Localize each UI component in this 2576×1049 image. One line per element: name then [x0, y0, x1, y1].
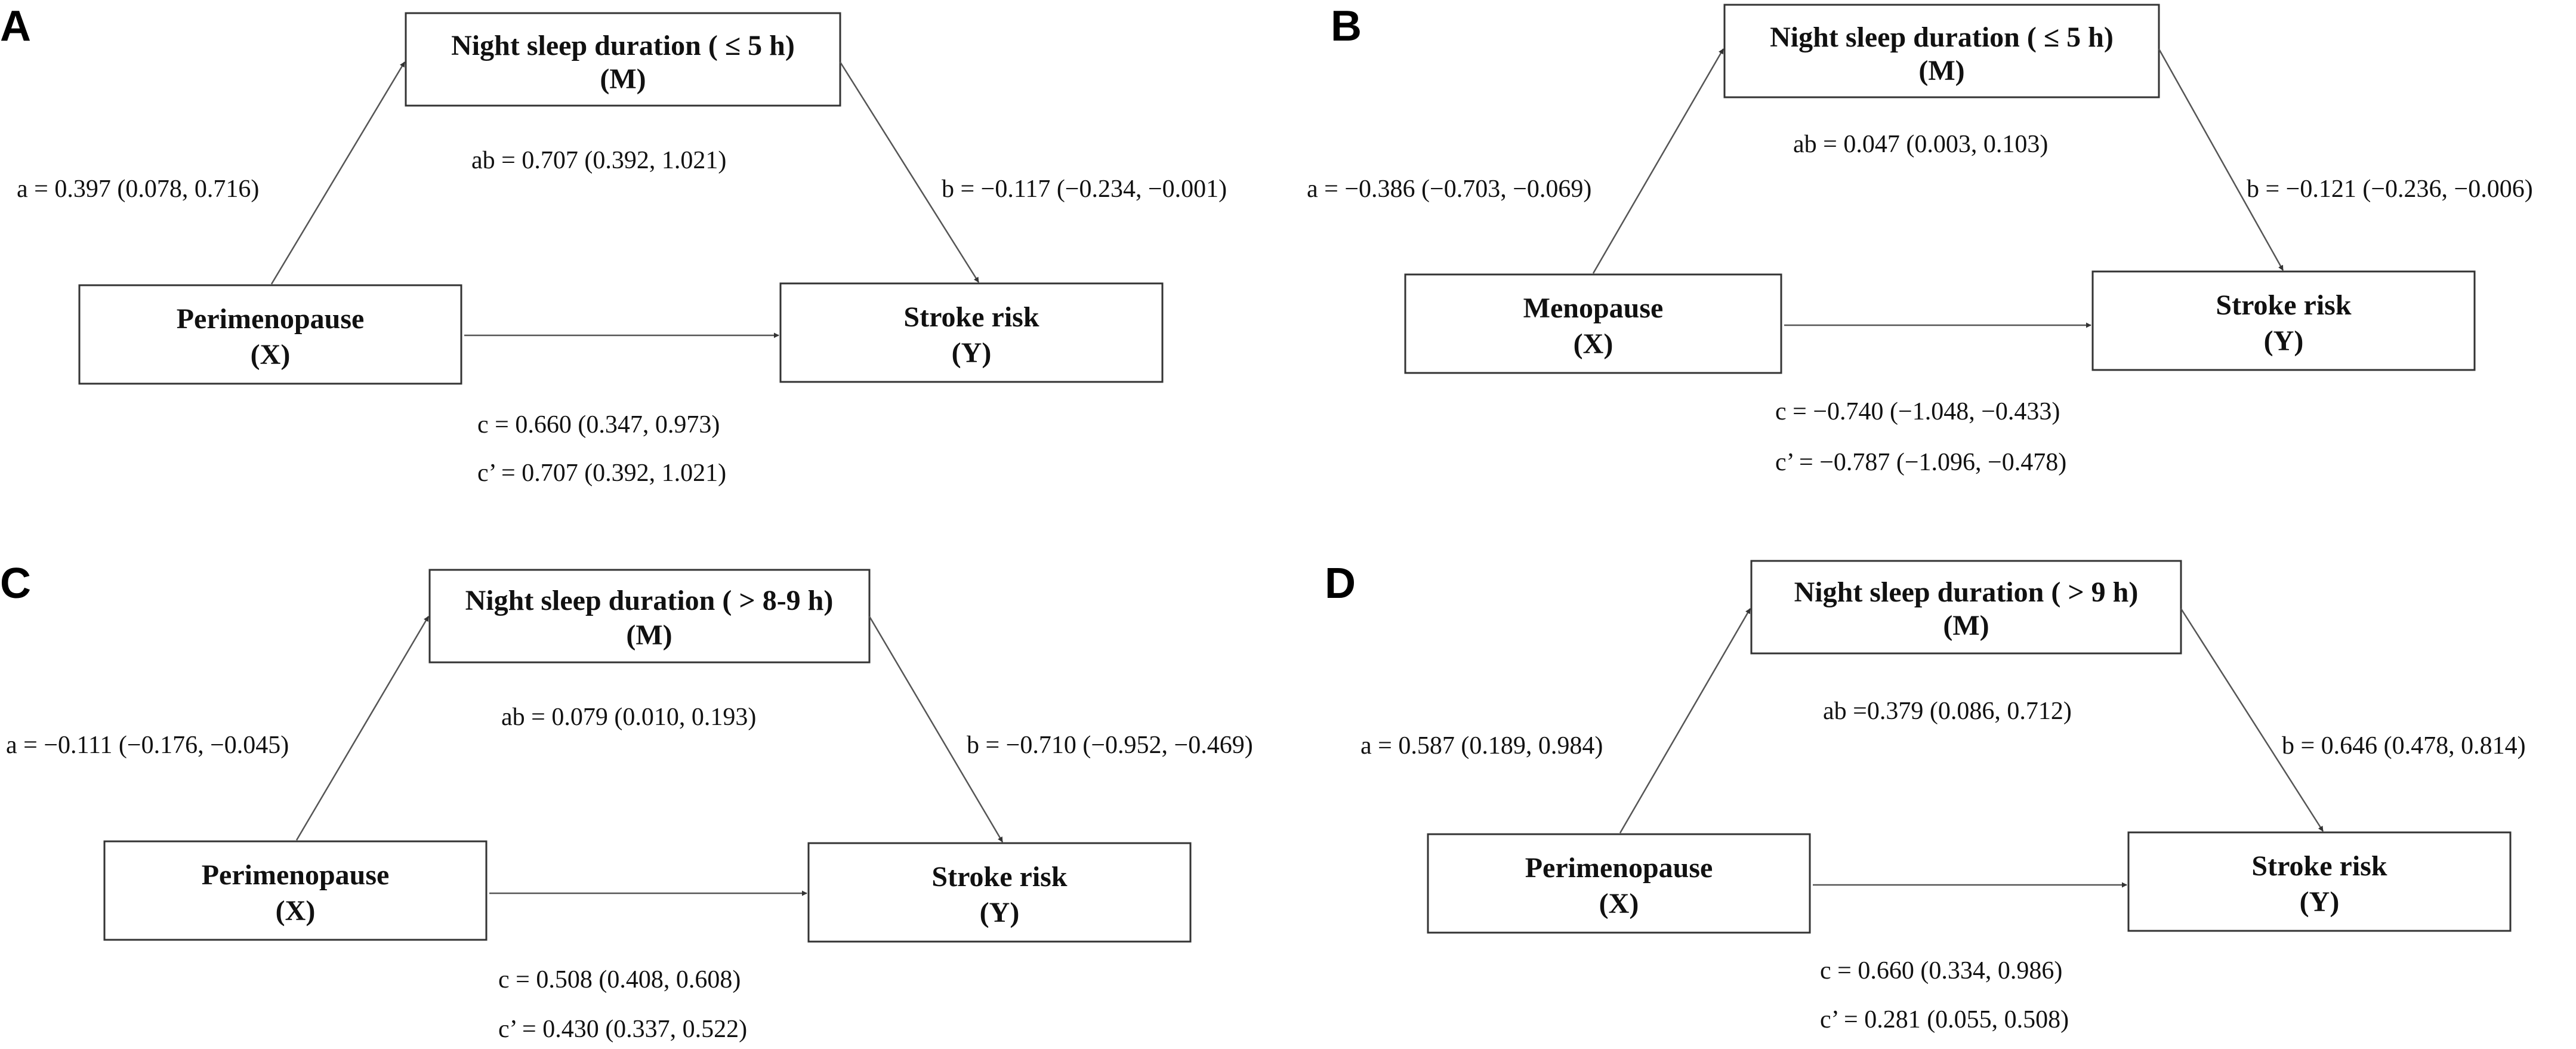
exposure-box-b: Menopause (X)	[1404, 273, 1782, 374]
mediator-rect-b	[1723, 4, 2160, 98]
outcome-rect-a	[779, 282, 1164, 383]
coef-a-label-c: a = −0.111 (−0.176, −0.045)	[6, 732, 289, 759]
coef-c-prime-label-d: c’ = 0.281 (0.055, 0.508)	[1820, 1006, 2069, 1033]
exposure-rect-a	[78, 284, 462, 385]
coef-c-label-d: c = 0.660 (0.334, 0.986)	[1820, 957, 2062, 985]
mediator-symbol-d: (M)	[1943, 610, 1989, 641]
coef-c-prime-label-b: c’ = −0.787 (−1.096, −0.478)	[1775, 449, 2066, 476]
panel-d: D Night sleep duration ( > 9 h) (M) Peri…	[1325, 560, 2526, 1033]
outcome-rect-b	[2091, 270, 2476, 371]
coef-c-prime-label-a: c’ = 0.707 (0.392, 1.021)	[477, 459, 726, 487]
panel-a: A Night sleep duration ( ≤ 5 h) (M) Peri…	[0, 2, 1227, 487]
coef-ab-label-d: ab =0.379 (0.086, 0.712)	[1823, 698, 2072, 725]
coef-ab-label-a: ab = 0.707 (0.392, 1.021)	[471, 147, 726, 174]
outcome-symbol-a: (Y)	[952, 337, 992, 369]
coef-a-label-d: a = 0.587 (0.189, 0.984)	[1361, 732, 1603, 760]
outcome-title-a: Stroke risk	[903, 301, 1039, 333]
exposure-symbol-c: (X)	[276, 895, 316, 927]
outcome-title-c: Stroke risk	[931, 861, 1067, 893]
panel-label-c: C	[0, 560, 31, 607]
outcome-title-d: Stroke risk	[2251, 850, 2387, 882]
exposure-rect-d	[1427, 833, 1811, 934]
path-b-arrow-c	[868, 616, 1004, 843]
outcome-box-c: Stroke risk (Y)	[807, 842, 1192, 943]
coef-b-label-a: b = −0.117 (−0.234, −0.001)	[942, 175, 1227, 203]
mediator-symbol-b: (M)	[1918, 55, 1964, 87]
coef-ab-label-b: ab = 0.047 (0.003, 0.103)	[1793, 131, 2048, 158]
outcome-box-a: Stroke risk (Y)	[779, 282, 1164, 383]
panel-label-b: B	[1331, 2, 1362, 50]
coef-a-label-b: a = −0.386 (−0.703, −0.069)	[1307, 175, 1591, 203]
exposure-symbol-a: (X)	[251, 339, 291, 371]
panel-label-d: D	[1325, 560, 1356, 607]
path-b-arrow-d	[2180, 608, 2324, 832]
mediator-title-d: Night sleep duration ( > 9 h)	[1794, 576, 2139, 608]
path-a-arrow-b	[1592, 48, 1724, 274]
mediator-rect-a	[405, 12, 841, 107]
mediator-box-a: Night sleep duration ( ≤ 5 h) (M)	[405, 12, 841, 107]
mediator-title-b: Night sleep duration ( ≤ 5 h)	[1770, 21, 2114, 53]
coef-a-label-a: a = 0.397 (0.078, 0.716)	[17, 175, 259, 203]
path-b-arrow-b	[2158, 48, 2284, 271]
coef-c-label-b: c = −0.740 (−1.048, −0.433)	[1775, 398, 2060, 425]
outcome-box-d: Stroke risk (Y)	[2127, 831, 2512, 932]
path-a-arrow-c	[295, 616, 430, 841]
coef-b-label-d: b = 0.646 (0.478, 0.814)	[2282, 732, 2526, 760]
exposure-title-a: Perimenopause	[177, 303, 365, 335]
coef-b-label-c: b = −0.710 (−0.952, −0.469)	[967, 732, 1253, 759]
panel-c: C Night sleep duration ( > 8-9 h) (M) Pe…	[0, 560, 1253, 1043]
exposure-symbol-b: (X)	[1574, 328, 1614, 360]
outcome-rect-d	[2127, 831, 2512, 932]
exposure-title-d: Perimenopause	[1525, 852, 1713, 884]
exposure-symbol-d: (X)	[1599, 888, 1639, 920]
mediator-title-c: Night sleep duration ( > 8-9 h)	[465, 585, 834, 616]
mediator-title-a: Night sleep duration ( ≤ 5 h)	[451, 30, 795, 61]
exposure-rect-c	[103, 840, 488, 941]
mediator-symbol-a: (M)	[600, 63, 646, 95]
exposure-title-c: Perimenopause	[202, 859, 390, 891]
outcome-rect-c	[807, 842, 1192, 943]
coef-c-prime-label-c: c’ = 0.430 (0.337, 0.522)	[498, 1016, 747, 1043]
coef-c-label-c: c = 0.508 (0.408, 0.608)	[498, 966, 741, 994]
mediator-box-c: Night sleep duration ( > 8-9 h) (M)	[428, 569, 871, 664]
mediator-box-d: Night sleep duration ( > 9 h) (M)	[1750, 560, 2182, 655]
path-a-arrow-a	[270, 61, 406, 285]
exposure-box-c: Perimenopause (X)	[103, 840, 488, 941]
exposure-title-b: Menopause	[1523, 292, 1664, 324]
exposure-rect-b	[1404, 273, 1782, 374]
outcome-symbol-d: (Y)	[2300, 886, 2340, 918]
path-b-arrow-a	[839, 61, 980, 283]
panel-b: B Night sleep duration ( ≤ 5 h) (M) Meno…	[1307, 2, 2533, 476]
outcome-box-b: Stroke risk (Y)	[2091, 270, 2476, 371]
outcome-symbol-b: (Y)	[2264, 325, 2304, 357]
mediator-rect-c	[428, 569, 871, 664]
mediator-symbol-c: (M)	[626, 619, 672, 651]
mediator-rect-d	[1750, 560, 2182, 655]
mediator-box-b: Night sleep duration ( ≤ 5 h) (M)	[1723, 4, 2160, 98]
exposure-box-d: Perimenopause (X)	[1427, 833, 1811, 934]
path-a-arrow-d	[1619, 608, 1751, 834]
coef-c-label-a: c = 0.660 (0.347, 0.973)	[477, 411, 720, 439]
coef-b-label-b: b = −0.121 (−0.236, −0.006)	[2247, 175, 2533, 203]
outcome-title-b: Stroke risk	[2216, 289, 2351, 321]
panel-label-a: A	[0, 2, 31, 50]
coef-ab-label-c: ab = 0.079 (0.010, 0.193)	[501, 704, 756, 731]
exposure-box-a: Perimenopause (X)	[78, 284, 462, 385]
outcome-symbol-c: (Y)	[980, 897, 1020, 928]
